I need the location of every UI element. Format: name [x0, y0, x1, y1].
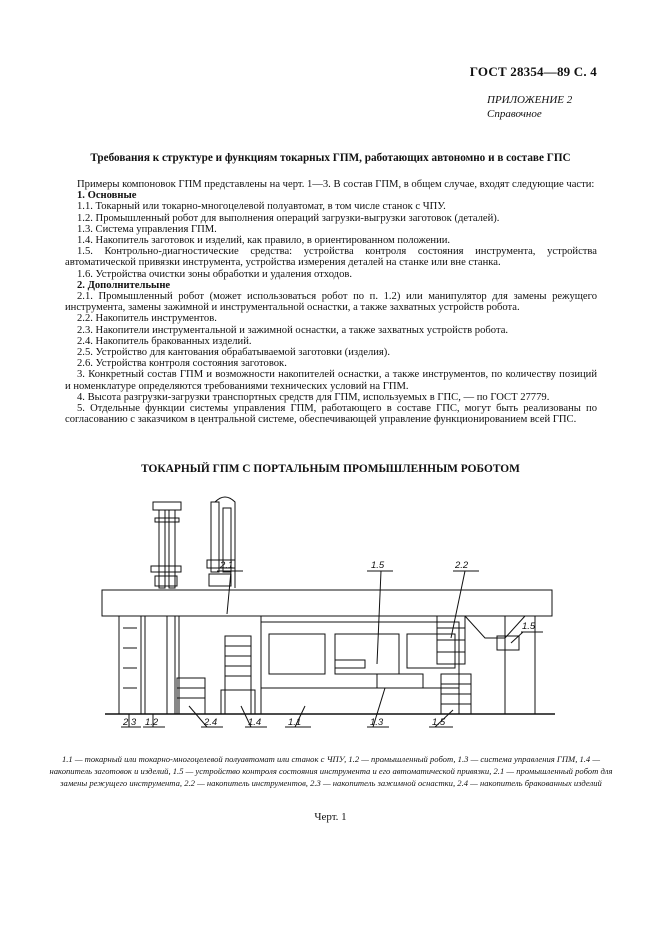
paragraph: 1.2. Промышленный робот для выполнения о… [77, 212, 500, 224]
label-1-5-right: 1.5 [522, 621, 536, 632]
paragraph: 2.2. Накопитель инструментов. [77, 313, 217, 325]
appendix-block: ПРИЛОЖЕНИЕ 2 Справочное [487, 93, 572, 121]
portal-beam [101, 589, 553, 617]
paragraph: 2.5. Устройство для кантования обрабатыв… [77, 347, 390, 359]
label-1-3: 1.3 [370, 717, 384, 728]
paragraph: 2.1. Промышленный робот (может использов… [65, 291, 597, 314]
paragraph-heading: 1. Основные [77, 190, 137, 202]
label-1-2: 1.2 [145, 717, 159, 728]
label-1-4: 1.4 [248, 717, 261, 728]
leader-lines [121, 570, 543, 728]
paragraph: 2.4. Накопитель бракованных изделий. [77, 335, 252, 347]
paragraph: 5. Отдельные функции системы управления … [65, 403, 597, 426]
paragraph: 1.5. Контрольно-диагностические средства… [65, 246, 597, 269]
figure-number: Черт. 1 [314, 811, 347, 823]
label-2-2: 2.2 [454, 560, 469, 571]
figure-title: ТОКАРНЫЙ ГПМ С ПОРТАЛЬНЫМ ПРОМЫШЛЕННЫМ Р… [141, 463, 520, 475]
paragraph: 1.1. Токарный или токарно-многоцелевой п… [77, 201, 446, 213]
paragraph: 1.4. Накопитель заготовок и изделий, как… [77, 235, 451, 247]
label-1-5-top: 1.5 [371, 560, 385, 571]
appendix-note: Справочное [487, 108, 542, 120]
label-2-4: 2.4 [203, 717, 217, 728]
paragraph: Примеры компоновок ГПМ представлены на ч… [77, 179, 595, 190]
paragraph: 3. Конкретный состав ГПМ и возможности н… [65, 369, 597, 392]
workpiece-storage [224, 635, 252, 715]
paragraph-heading: 2. Дополнительыне [77, 279, 171, 291]
label-2-1: 2.1 [219, 560, 233, 571]
portal-robot-arms [150, 496, 236, 589]
machine-drawing: 2.1 1.5 2.2 1.5 2.3 1.2 2.4 1.4 1.1 1.3 … [101, 496, 555, 728]
paragraph: 1.3. Система управления ГПМ. [77, 223, 217, 235]
standard-header: ГОСТ 28354—89 С. 4 [469, 64, 597, 79]
paragraph: 2.6. Устройства контроля состояния загот… [77, 358, 287, 370]
paragraph: 1.6. Устройства очистки зоны обработки и… [77, 268, 353, 280]
paragraph: 4. Высота разгрузки-загрузки транспортны… [77, 391, 550, 403]
body-text: Примеры компоновок ГПМ представлены на ч… [65, 179, 597, 425]
tooling-storage-column [118, 615, 142, 715]
section-title: Требования к структуре и функциям токарн… [90, 152, 571, 164]
label-1-1: 1.1 [288, 717, 301, 728]
label-2-3: 2.3 [122, 717, 137, 728]
figure-caption: 1.1 — токарный или токарно-многоцелевой … [49, 754, 613, 789]
appendix-label: ПРИЛОЖЕНИЕ 2 [487, 94, 573, 106]
paragraph: 2.3. Накопители инструментальной и зажим… [77, 324, 509, 336]
label-1-5-bottom: 1.5 [432, 717, 446, 728]
